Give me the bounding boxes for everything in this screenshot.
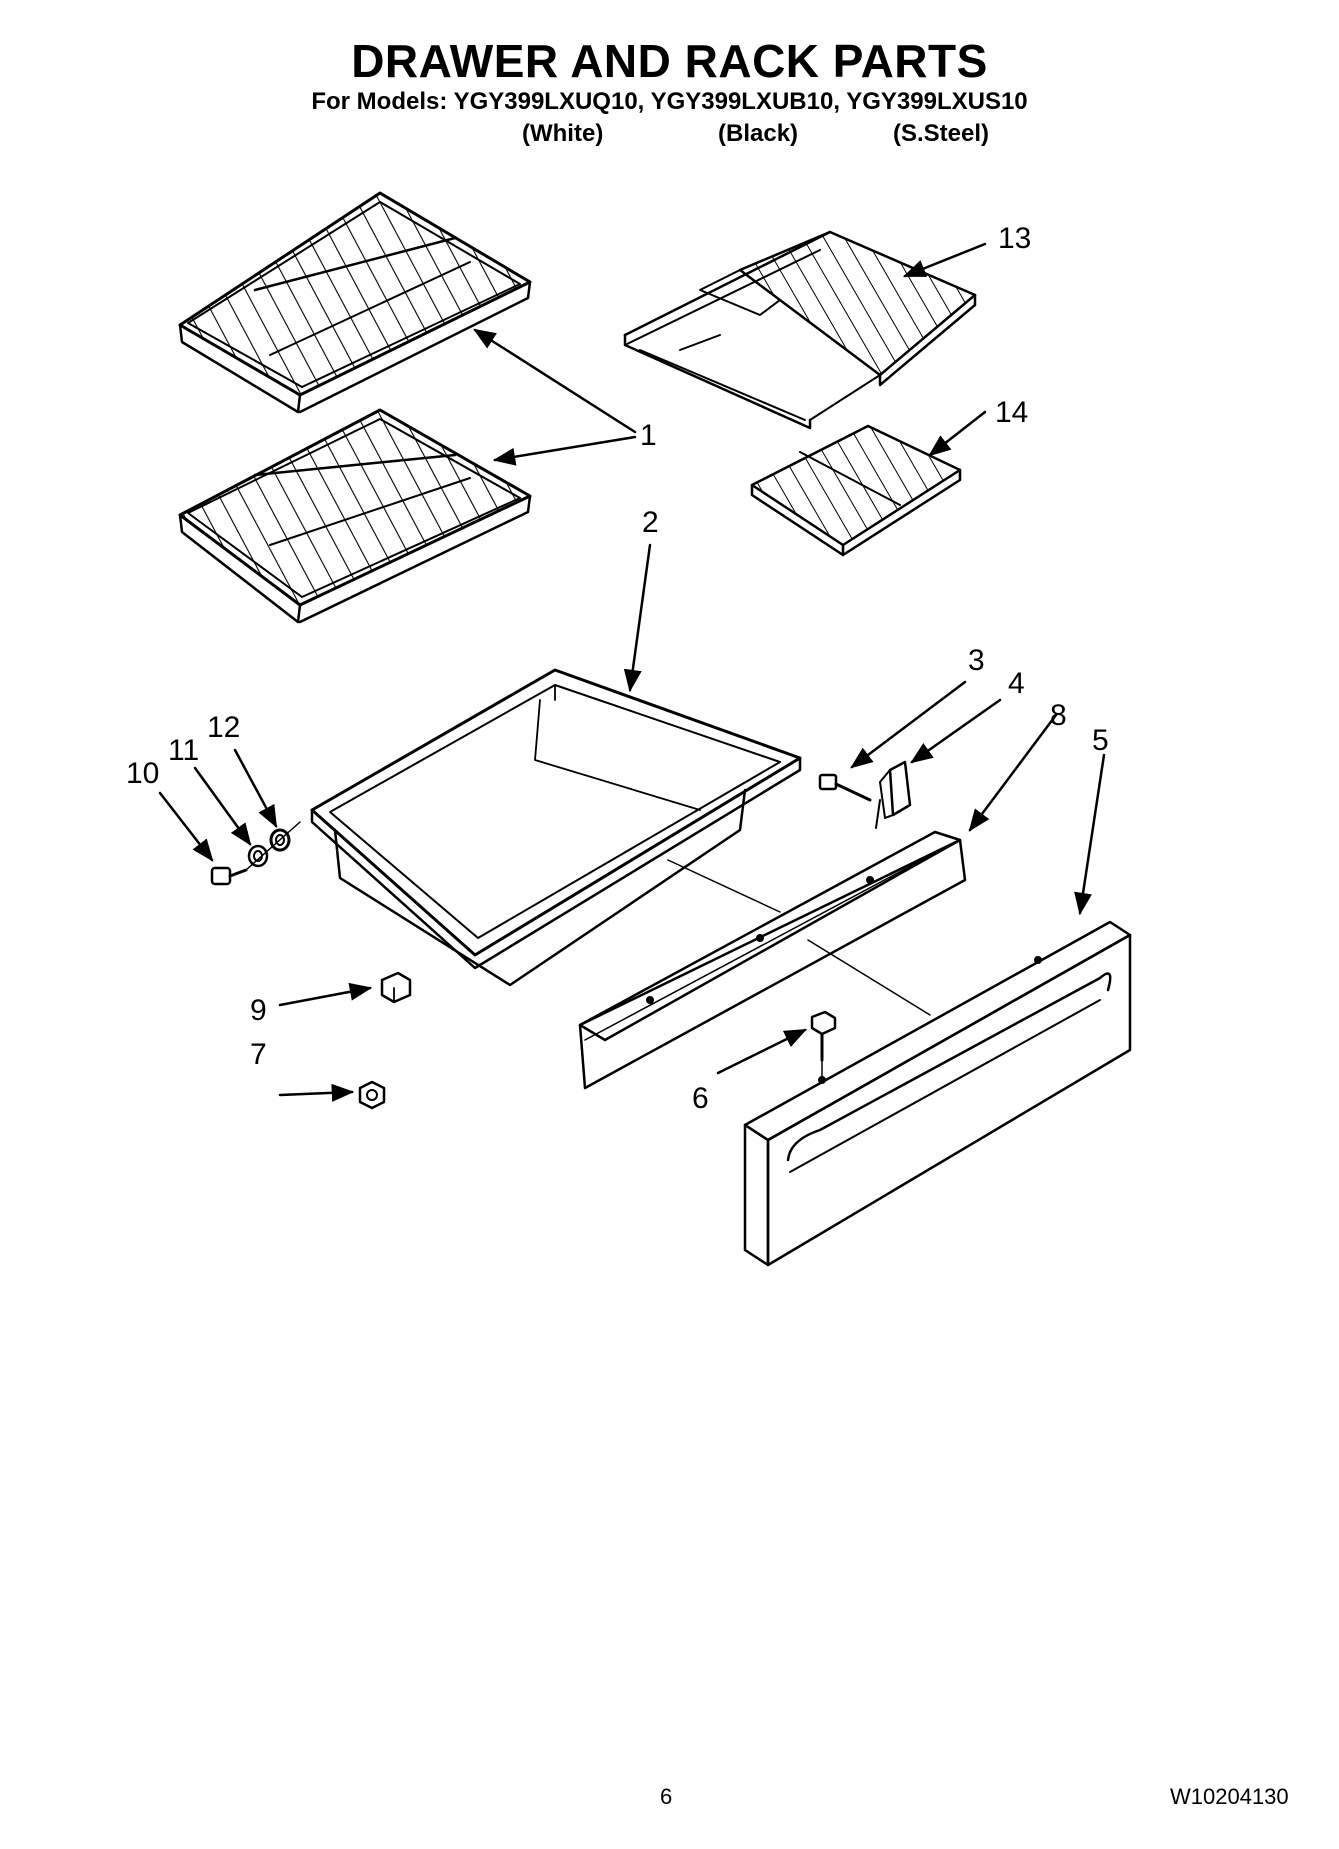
callout-5: 5: [1092, 724, 1109, 757]
color-steel-label: (S.Steel): [893, 120, 990, 147]
panel-screw: [810, 1010, 837, 1062]
glide-washer: [247, 844, 269, 868]
page-title: DRAWER AND RACK PARTS: [351, 35, 988, 87]
color-white-label: (White): [522, 120, 604, 147]
drawer-pan: [310, 668, 802, 987]
stop-pad: [380, 971, 412, 1004]
page-number: 6: [660, 1784, 673, 1809]
oven-rack-lower: [178, 408, 532, 624]
callout-13: 13: [998, 222, 1031, 255]
callout-7: 7: [250, 1038, 267, 1071]
front-support-channel: [578, 830, 967, 1090]
callout-1: 1: [640, 419, 657, 452]
callout-11: 11: [168, 734, 199, 767]
callout-3: 3: [968, 644, 985, 677]
assembly-guide-lines: [245, 821, 931, 1081]
drawer-front-panel: [743, 920, 1132, 1267]
callout-10: 10: [126, 757, 159, 790]
callout-4: 4: [1008, 667, 1025, 700]
document-code: W10204130: [1170, 1784, 1289, 1809]
half-rack: [750, 424, 962, 557]
drawer-bracket: [875, 760, 912, 829]
callout-6: 6: [692, 1082, 709, 1115]
callout-9: 9: [250, 994, 267, 1027]
callout-14: 14: [995, 396, 1028, 429]
callout-leaders: [158, 242, 1106, 1102]
hex-nut: [358, 1080, 386, 1110]
roll-out-rack: [623, 230, 977, 430]
bracket-screw: [818, 773, 872, 802]
oven-rack-upper: [178, 191, 532, 414]
callout-8: 8: [1050, 699, 1067, 732]
glide-screw: [210, 866, 248, 886]
color-black-label: (Black): [718, 120, 799, 147]
glide-roller: [269, 828, 291, 852]
callout-2: 2: [642, 506, 659, 539]
callout-12: 12: [207, 711, 240, 744]
models-line: For Models: YGY399LXUQ10, YGY399LXUB10, …: [311, 88, 1028, 115]
